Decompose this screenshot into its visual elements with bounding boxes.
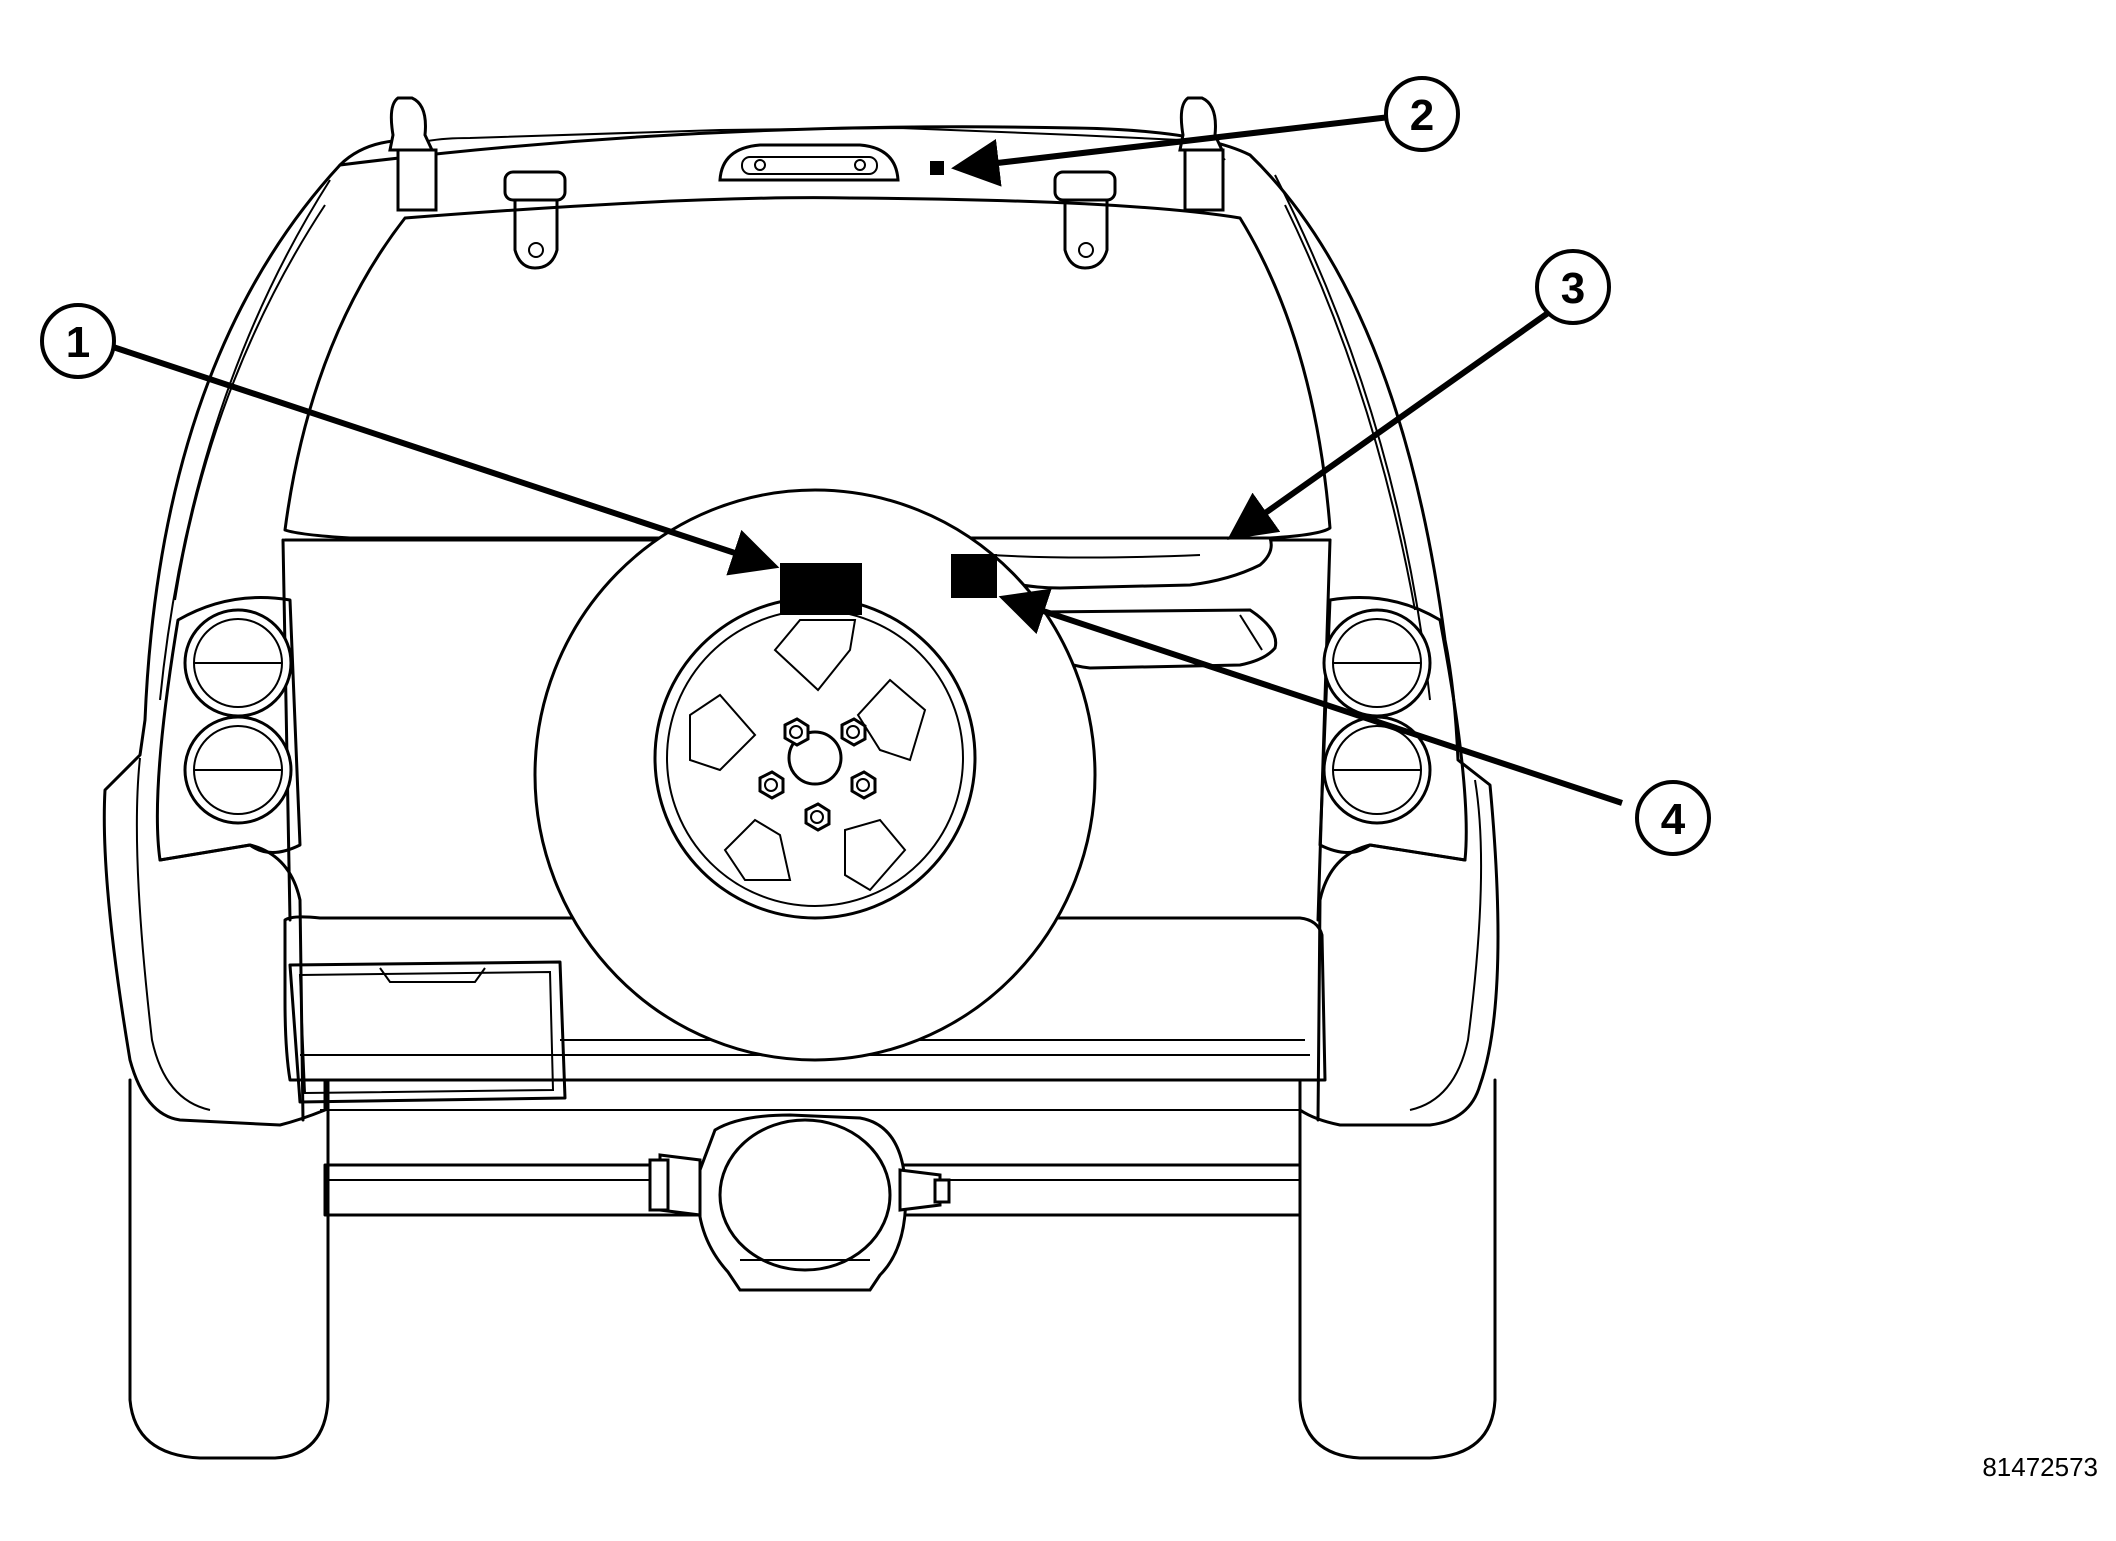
- leader-line-2: [951, 114, 1391, 187]
- location-1-marker: [780, 563, 862, 615]
- left-roof-rail-post: [388, 96, 438, 212]
- right-tail-lamp-lower: [1322, 715, 1432, 825]
- right-roof-rail-post: [1178, 96, 1225, 212]
- liftgate-glass: [283, 196, 1332, 540]
- right-quarter-panel: [1316, 596, 1483, 1122]
- left-tail-lamp-upper: [183, 608, 293, 718]
- callout-1: 1: [40, 303, 116, 379]
- right-glass-hinge: [1053, 170, 1117, 270]
- high-mount-stop-lamp: [718, 143, 900, 182]
- left-glass-hinge: [503, 170, 567, 270]
- leader-line-4: [998, 588, 1623, 806]
- left-rear-tire: [128, 1078, 330, 1460]
- svg-text:3: 3: [1561, 264, 1585, 313]
- left-tail-lamp-lower: [183, 715, 293, 825]
- figure-id: 81472573: [1982, 1452, 2098, 1482]
- leader-line-3: [1227, 310, 1550, 540]
- location-4-marker: [951, 554, 997, 598]
- differential: [648, 1113, 951, 1292]
- right-tail-lamp-upper: [1322, 608, 1432, 718]
- callout-3: 3: [1535, 249, 1611, 325]
- svg-text:1: 1: [66, 318, 90, 367]
- callout-4: 4: [1635, 780, 1711, 856]
- svg-text:4: 4: [1661, 795, 1686, 844]
- right-rear-tire: [1298, 1078, 1497, 1460]
- left-quarter-panel: [135, 596, 305, 1122]
- callout-2: 2: [1384, 76, 1460, 152]
- svg-text:2: 2: [1410, 91, 1434, 140]
- leader-line-1: [109, 343, 780, 576]
- location-2-marker: [930, 161, 944, 175]
- spare-wheel: [653, 596, 977, 920]
